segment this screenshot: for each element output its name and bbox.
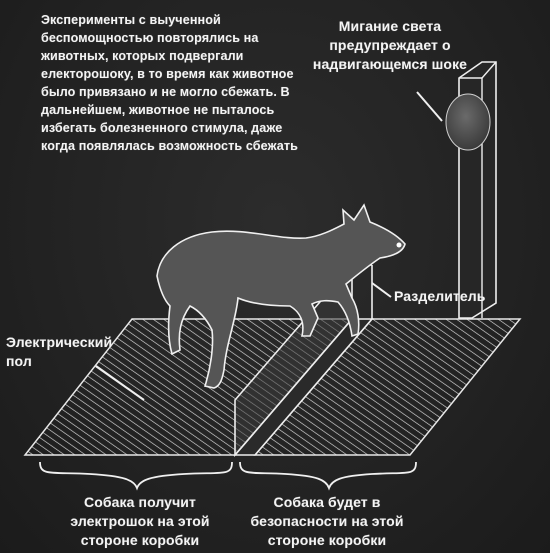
intro-text: Эксперименты с выученной беспомощностью … [41, 13, 298, 153]
shock-side-caption: Собака получит электрошок на этой сторон… [70, 494, 210, 548]
floor-pointer [95, 365, 145, 401]
dog-icon [156, 203, 406, 389]
warning-lamp-icon [445, 93, 491, 151]
light-pointer [416, 91, 443, 122]
safe-side-caption: Собака будет в безопасности на этой стор… [250, 494, 404, 548]
light-warning-label: Мигание света предупреждает о надвигающе… [312, 18, 468, 72]
shock-side-brace [39, 461, 233, 491]
divider-pointer [371, 282, 392, 298]
divider-label: Разделитель [394, 288, 486, 304]
safe-side-brace [239, 461, 417, 491]
electric-floor-label: Электрический пол [6, 334, 113, 369]
